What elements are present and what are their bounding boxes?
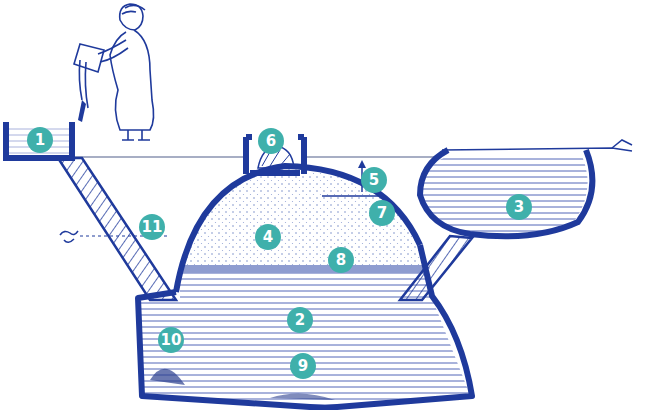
ground-line (305, 156, 440, 158)
slurry (140, 298, 470, 407)
outlet-pipe (400, 236, 472, 300)
callout-number: 2 (287, 307, 313, 333)
tank-top (442, 148, 632, 151)
pour-arrow (78, 100, 86, 122)
level-arrow (358, 160, 366, 168)
scum-layer (180, 265, 430, 273)
sediment (150, 369, 185, 385)
compensation-slurry (420, 156, 588, 234)
callout-number: 5 (361, 167, 387, 193)
gas-pipe (322, 195, 380, 197)
slurry (180, 273, 432, 300)
inlet-pit (6, 122, 72, 158)
inlet-pipe (58, 158, 176, 300)
callout-number: 10 (158, 327, 184, 353)
callout-number: 6 (258, 128, 284, 154)
callout-number: 1 (27, 127, 53, 153)
inlet-slurry (9, 125, 69, 155)
callout-number: 11 (139, 214, 165, 240)
callout-number: 8 (328, 247, 354, 273)
callout-number: 7 (369, 200, 395, 226)
dome-wall (176, 166, 420, 292)
callout-number: 4 (255, 224, 281, 250)
level-marker (60, 231, 78, 242)
compensation-tank (420, 150, 592, 236)
person-figure (74, 4, 154, 140)
ground-line (70, 156, 245, 158)
manhole-cover (250, 170, 300, 176)
callout-number: 9 (290, 353, 316, 379)
callout-number: 3 (506, 194, 532, 220)
sediment (270, 393, 335, 400)
digester-wall (138, 245, 472, 408)
overflow (612, 140, 632, 148)
